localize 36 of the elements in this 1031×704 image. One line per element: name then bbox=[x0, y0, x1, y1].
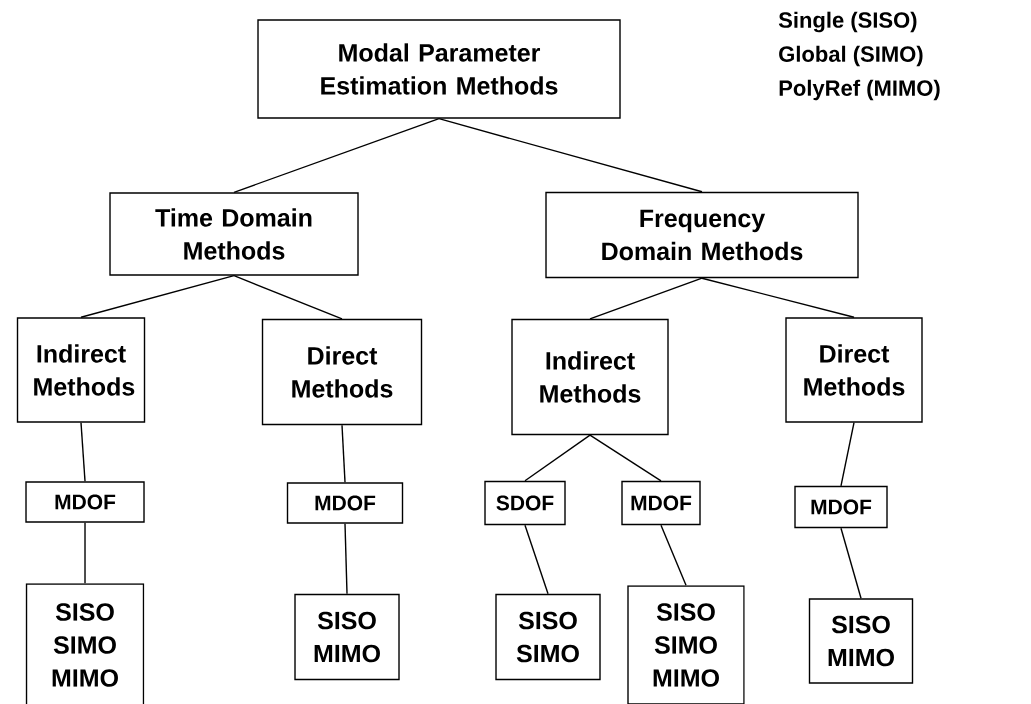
method-box: Frequency Domain Methods bbox=[545, 191, 859, 279]
connector-line bbox=[840, 422, 855, 487]
connector-line bbox=[438, 118, 703, 193]
legend-text: Single (SISO) bbox=[778, 11, 917, 33]
connector-line bbox=[524, 434, 591, 482]
method-box: Indirect Methods bbox=[511, 318, 669, 436]
connector-line bbox=[524, 524, 549, 595]
method-box: Direct Methods bbox=[785, 317, 923, 423]
connector-line bbox=[233, 118, 440, 193]
connector-line bbox=[341, 424, 346, 483]
connector-line bbox=[80, 422, 86, 482]
method-box: MDOF bbox=[25, 481, 145, 523]
method-box: SISO MIMO bbox=[294, 593, 400, 681]
method-box: SISO SIMO bbox=[495, 593, 601, 681]
method-box: SISO SIMO MIMO bbox=[627, 585, 745, 704]
method-box: MDOF bbox=[794, 485, 888, 529]
connector-line bbox=[589, 277, 703, 320]
method-box: Modal Parameter Estimation Methods bbox=[257, 19, 621, 119]
method-box: SISO SIMO MIMO bbox=[25, 583, 145, 704]
connector-line bbox=[840, 527, 862, 599]
legend-text: Global (SIMO) bbox=[779, 45, 923, 67]
method-box: Time Domain Methods bbox=[109, 192, 359, 276]
method-box: Indirect Methods bbox=[16, 317, 146, 423]
method-box: MDOF bbox=[621, 480, 701, 526]
method-box: SISO MIMO bbox=[808, 598, 914, 684]
connector-line bbox=[589, 434, 662, 482]
connector-line bbox=[660, 524, 687, 586]
method-box: MDOF bbox=[286, 482, 404, 524]
connector-line bbox=[80, 275, 235, 318]
method-box: Direct Methods bbox=[261, 318, 423, 426]
connector-line bbox=[344, 523, 348, 595]
connector-line bbox=[84, 522, 86, 584]
connector-line bbox=[233, 275, 343, 320]
method-box: SDOF bbox=[484, 480, 566, 526]
legend-text: PolyRef (MIMO) bbox=[779, 79, 940, 101]
connector-line bbox=[701, 277, 855, 318]
